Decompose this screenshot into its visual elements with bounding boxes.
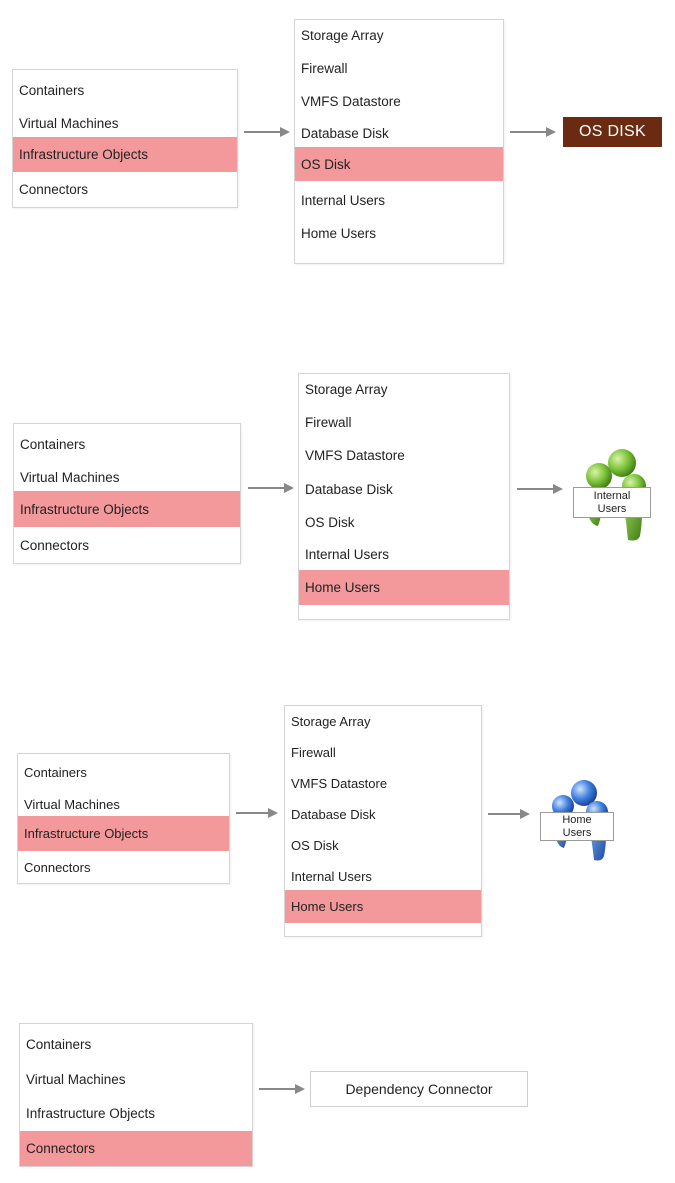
category-item[interactable]: Virtual Machines (19, 116, 119, 131)
category-list: Containers Virtual Machines Infrastructu… (19, 1023, 253, 1167)
object-item[interactable]: VMFS Datastore (291, 776, 388, 791)
category-item[interactable]: Infrastructure Objects (26, 1106, 156, 1121)
object-list: Storage Array Firewall VMFS Datastore Da… (294, 19, 504, 264)
category-item[interactable]: Containers (19, 82, 85, 98)
category-list: Containers Virtual Machines Infrastructu… (12, 69, 238, 208)
category-item-selected[interactable]: Connectors (20, 1131, 252, 1166)
internal-users-label: Internal Users (573, 487, 651, 518)
dependency-connector-box: Dependency Connector (310, 1071, 528, 1107)
object-item[interactable]: Internal Users (301, 192, 386, 208)
category-item[interactable]: Containers (24, 765, 87, 780)
category-item-selected[interactable]: Infrastructure Objects (18, 816, 229, 851)
category-item[interactable]: Virtual Machines (24, 796, 120, 812)
category-list: Containers Virtual Machines Infrastructu… (17, 753, 230, 884)
object-item[interactable]: Home Users (301, 226, 377, 241)
object-item[interactable]: VMFS Datastore (301, 94, 401, 109)
object-item[interactable]: Database Disk (301, 125, 389, 141)
object-list: Storage Array Firewall VMFS Datastore Da… (284, 705, 482, 937)
object-item-selected[interactable]: Home Users (285, 890, 481, 923)
object-item[interactable]: Database Disk (305, 481, 393, 497)
object-item[interactable]: Internal Users (291, 868, 372, 884)
home-users-label: Home Users (540, 812, 614, 841)
category-item[interactable]: Containers (20, 436, 86, 452)
category-item[interactable]: Containers (26, 1037, 92, 1052)
arrow-right-icon (259, 1084, 305, 1094)
object-item[interactable]: OS Disk (291, 838, 339, 853)
category-item-selected[interactable]: Infrastructure Objects (14, 491, 240, 527)
object-item[interactable]: Storage Array (301, 28, 384, 43)
arrow-right-icon (248, 483, 294, 493)
category-item[interactable]: Connectors (20, 537, 90, 553)
category-list: Containers Virtual Machines Infrastructu… (13, 423, 241, 564)
object-list: Storage Array Firewall VMFS Datastore Da… (298, 373, 510, 620)
object-item[interactable]: Internal Users (305, 546, 390, 562)
category-item[interactable]: Connectors (24, 859, 91, 875)
object-item[interactable]: Firewall (291, 744, 336, 760)
users-label-line: Home (562, 813, 592, 826)
object-item[interactable]: VMFS Datastore (305, 448, 405, 463)
arrow-right-icon (517, 484, 563, 494)
users-label-line: Users (597, 502, 627, 515)
object-item-selected[interactable]: OS Disk (295, 147, 503, 181)
arrow-right-icon (488, 809, 530, 819)
category-item[interactable]: Connectors (19, 181, 89, 197)
object-item[interactable]: Firewall (301, 60, 348, 76)
arrow-right-icon (236, 808, 278, 818)
object-item[interactable]: Storage Array (305, 382, 388, 397)
users-label-line: Users (562, 826, 592, 839)
arrow-right-icon (510, 127, 556, 137)
object-item-selected[interactable]: Home Users (299, 570, 509, 605)
category-item[interactable]: Virtual Machines (26, 1071, 126, 1087)
category-item-selected[interactable]: Infrastructure Objects (13, 137, 237, 172)
object-item[interactable]: Database Disk (291, 807, 376, 822)
category-item[interactable]: Virtual Machines (20, 469, 120, 485)
object-item[interactable]: Firewall (305, 414, 352, 430)
arrow-right-icon (244, 127, 290, 137)
object-item[interactable]: OS Disk (305, 515, 355, 530)
object-item[interactable]: Storage Array (291, 713, 371, 729)
users-label-line: Internal (593, 489, 631, 502)
os-disk-badge: OS DISK (563, 117, 662, 147)
